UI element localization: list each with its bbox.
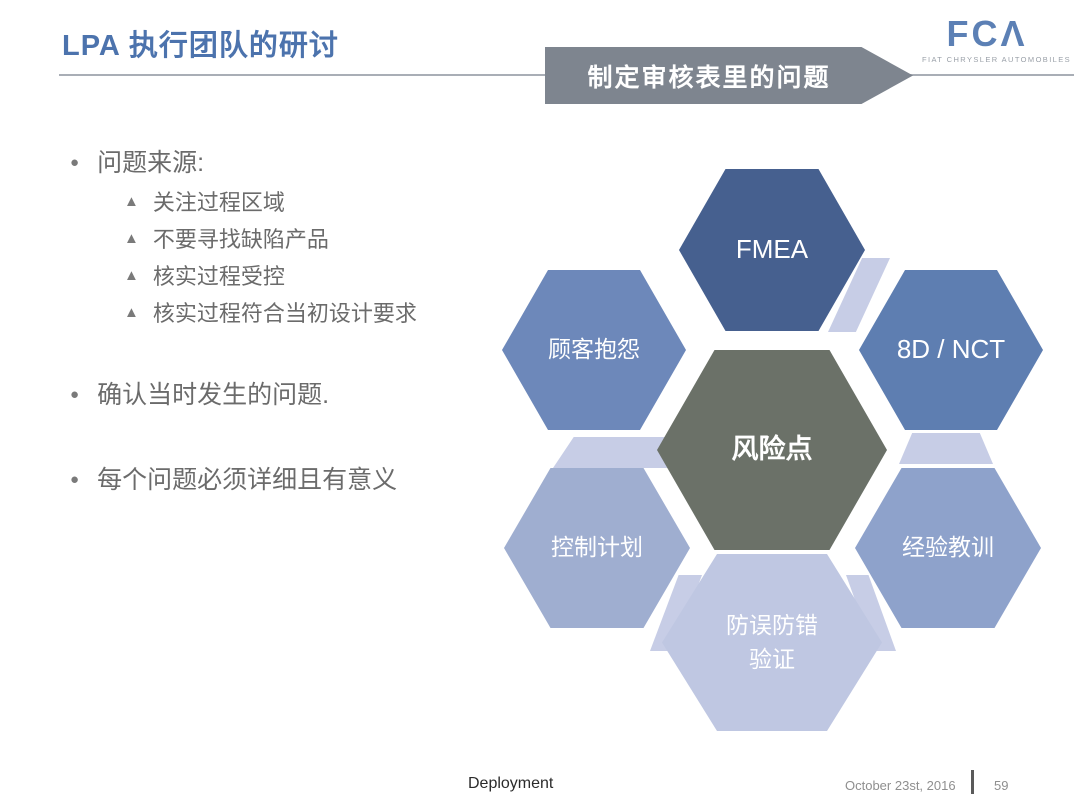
sub-bullet-item: ▲ 核实过程符合当初设计要求 [124, 301, 417, 327]
footer-page-number: 59 [994, 778, 1009, 793]
bullet-item: ● 确认当时发生的问题. [70, 380, 329, 410]
footer-date: October 23st, 2016 [845, 778, 956, 793]
connector-8dnct-lessons [899, 433, 993, 464]
hexagon-customer-complaints-label: 顾客抱怨 [548, 336, 640, 363]
bullet-item-label: 确认当时发生的问题. [97, 381, 330, 409]
bullet-dot-icon: ● [70, 154, 80, 171]
fca-logo-subtext: FIAT CHRYSLER AUTOMOBILES [922, 55, 1072, 64]
bullet-dot-icon: ● [70, 471, 80, 488]
hexagon-risk-point-center: 风险点 [657, 350, 887, 550]
bullet-dot-icon: ● [70, 386, 80, 403]
sub-bullet-label: 核实过程符合当初设计要求 [152, 301, 417, 326]
bullet-item-label: 问题来源: [97, 149, 205, 177]
footer-divider-bar [971, 770, 974, 794]
hexagon-lessons-learned: 经验教训 [855, 468, 1041, 628]
hexagon-8d-nct-label: 8D / NCT [896, 334, 1006, 365]
hexagon-lessons-learned-label: 经验教训 [902, 534, 994, 561]
section-banner-label: 制定审核表里的问题 [587, 63, 831, 92]
sub-bullet-item: ▲ 不要寻找缺陷产品 [124, 227, 329, 253]
hexagon-control-plan: 控制计划 [504, 468, 690, 628]
hexagon-error-proofing-label: 防误防错 验证 [726, 612, 818, 672]
triangle-bullet-icon: ▲ [124, 230, 139, 247]
hexagon-risk-point-label: 风险点 [731, 434, 813, 465]
hexagon-control-plan-label: 控制计划 [551, 534, 643, 561]
triangle-bullet-icon: ▲ [124, 267, 139, 284]
triangle-bullet-icon: ▲ [124, 304, 139, 321]
hexagon-fmea: FMEA [679, 169, 865, 331]
bullet-item: ● 问题来源: [70, 148, 204, 178]
hexagon-customer-complaints: 顾客抱怨 [502, 270, 686, 430]
bullet-item-label: 每个问题必须详细且有意义 [97, 466, 398, 494]
section-banner-arrow: 制定审核表里的问题 [545, 47, 913, 104]
fca-logo-text: FCΛ [946, 13, 1028, 54]
footer-deployment-label: Deployment [468, 775, 554, 792]
hexagon-8d-nct: 8D / NCT [859, 270, 1043, 430]
page-title: LPA 执行团队的研讨 [62, 30, 339, 62]
sub-bullet-label: 关注过程区域 [152, 190, 285, 215]
sub-bullet-item: ▲ 核实过程受控 [124, 264, 285, 290]
sub-bullet-label: 核实过程受控 [152, 264, 285, 289]
sub-bullet-label: 不要寻找缺陷产品 [152, 227, 329, 252]
fca-logo: FCΛ FIAT CHRYSLER AUTOMOBILES [922, 13, 1072, 65]
triangle-bullet-icon: ▲ [124, 193, 139, 210]
hexagon-error-proofing-verification: 防误防错 验证 [662, 554, 882, 731]
hexagon-fmea-label: FMEA [735, 234, 809, 265]
sub-bullet-item: ▲ 关注过程区域 [124, 190, 285, 216]
bullet-item: ● 每个问题必须详细且有意义 [70, 465, 397, 495]
